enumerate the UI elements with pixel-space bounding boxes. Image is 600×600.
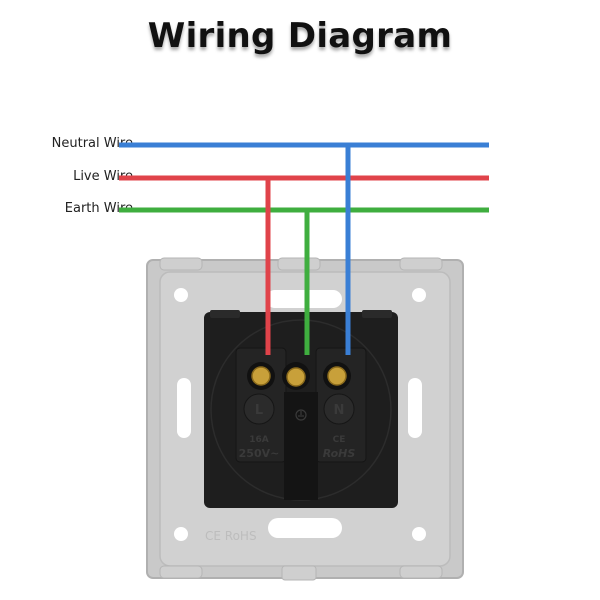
ce-mark: CE xyxy=(333,435,346,445)
rohs-mark: RoHS xyxy=(323,447,356,460)
rating-current: 16A xyxy=(249,435,269,445)
mounting-hole xyxy=(412,288,426,302)
mounting-hole xyxy=(412,527,426,541)
mounting-slot xyxy=(408,378,422,438)
plate-marking: CE RoHS xyxy=(205,529,257,543)
terminal-label-neutral: N xyxy=(334,403,345,418)
earth-wire-label: Earth Wire xyxy=(64,201,133,216)
earth-symbol-icon xyxy=(295,409,307,421)
socket-body: L N 16A 250V~ CE RoHS xyxy=(204,310,398,508)
terminal-label-live: L xyxy=(255,403,263,418)
rating-voltage: 250V~ xyxy=(239,447,280,460)
mounting-hole xyxy=(174,288,188,302)
page-title: Wiring Diagram xyxy=(147,16,453,56)
screw-earth xyxy=(286,367,306,387)
neutral-wire-label: Neutral Wire xyxy=(51,136,133,151)
live-wire-label: Live Wire xyxy=(73,169,133,184)
screw-neutral xyxy=(327,366,347,386)
mounting-slot xyxy=(177,378,191,438)
mounting-slot xyxy=(268,518,342,538)
mounting-slot xyxy=(266,290,342,308)
wires xyxy=(119,142,489,355)
mounting-hole xyxy=(174,527,188,541)
screw-live xyxy=(251,366,271,386)
